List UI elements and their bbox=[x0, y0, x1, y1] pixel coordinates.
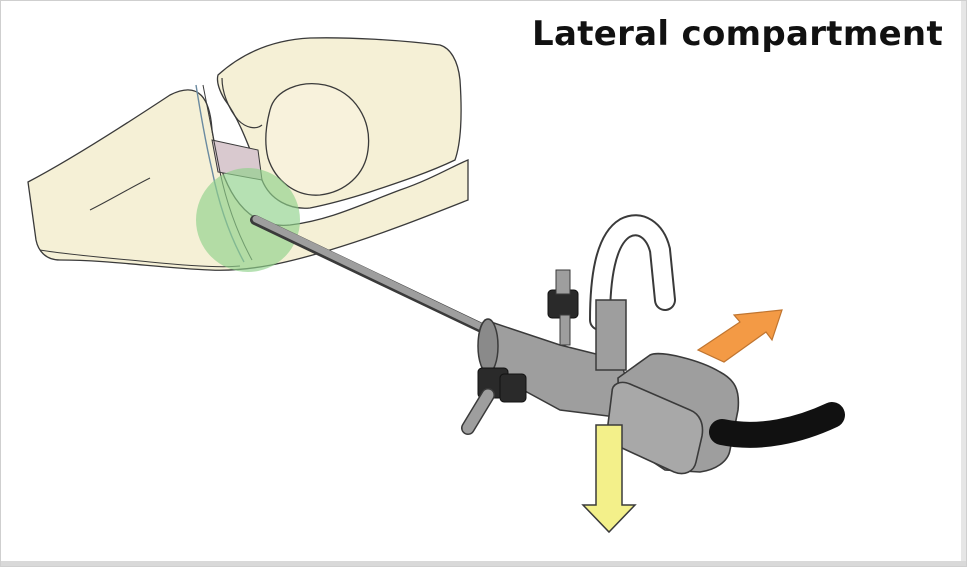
diagram-stage: Lateral compartment bbox=[0, 0, 967, 567]
image-frame bbox=[0, 0, 967, 567]
